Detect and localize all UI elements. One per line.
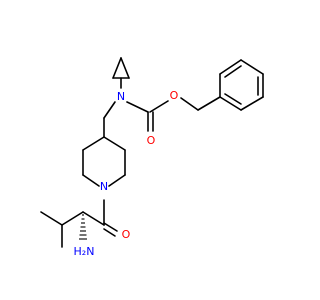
atom-label-oxygen-ester: O bbox=[170, 89, 179, 102]
atom-label-nitrogen-carbamate: N bbox=[117, 90, 125, 103]
bond bbox=[82, 136, 105, 151]
atom-label-oxygen-carbonyl-carbamate: O bbox=[147, 134, 156, 147]
bonds bbox=[40, 57, 264, 248]
chemical-structure: N O O N O H₂N bbox=[40, 57, 264, 258]
bond bbox=[103, 228, 116, 237]
bond bbox=[120, 57, 130, 79]
bond bbox=[61, 211, 84, 226]
bond bbox=[126, 101, 149, 113]
bond bbox=[82, 174, 100, 187]
hashed-wedge-bond bbox=[79, 214, 87, 240]
bond bbox=[197, 96, 221, 111]
bond bbox=[180, 97, 199, 111]
bond bbox=[40, 211, 63, 226]
bond bbox=[219, 59, 242, 75]
bond bbox=[240, 59, 264, 75]
bond bbox=[240, 96, 264, 111]
bond bbox=[103, 222, 118, 232]
bond bbox=[224, 93, 242, 105]
bond bbox=[112, 57, 122, 79]
bond bbox=[224, 65, 242, 78]
atom-label-amine: H₂N bbox=[74, 245, 95, 258]
bond bbox=[108, 174, 126, 187]
bond bbox=[103, 136, 126, 151]
atom-label-nitrogen-piperidine: N bbox=[100, 180, 108, 193]
bond bbox=[103, 101, 116, 119]
atom-label-oxygen-carbonyl-amide: O bbox=[122, 228, 131, 241]
bond bbox=[82, 211, 105, 226]
bond bbox=[219, 96, 242, 111]
bond bbox=[149, 100, 169, 113]
